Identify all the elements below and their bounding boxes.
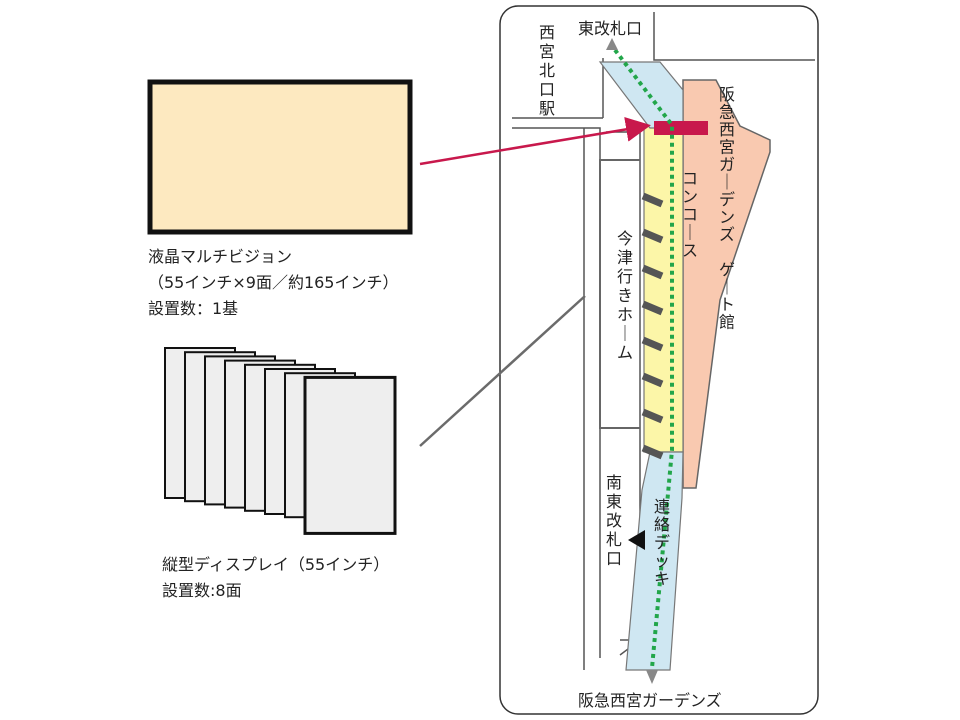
vertical-caption-line1: 縦型ディスプレイ（55インチ）	[162, 555, 390, 574]
led-display-bar	[654, 121, 708, 135]
pedestrian-route	[613, 48, 674, 669]
imazu-platform-outline	[599, 159, 640, 429]
platform-display-mark	[641, 192, 664, 208]
platform-display-mark	[641, 372, 664, 388]
led-caption-line1: 液晶マルチビジョン	[148, 247, 293, 266]
platform-display-mark	[641, 300, 664, 316]
concourse-area	[643, 125, 684, 453]
vertical-display-stack	[164, 347, 397, 535]
svg-text:西宮北口駅: 西宮北口駅	[539, 23, 555, 118]
led-caption: 液晶マルチビジョン （55インチ×9面／約165インチ） 設置数：1基	[148, 244, 399, 322]
east-gate-label: 東改札口	[578, 19, 642, 38]
gardens-gate-building	[682, 79, 771, 489]
led-caption-line2: （55インチ×9面／約165インチ）	[148, 273, 399, 292]
svg-text:コンコ｜ス: コンコ｜ス	[682, 169, 698, 260]
svg-text:連絡デッキ: 連絡デッキ	[654, 497, 670, 588]
vertical-caption: 縦型ディスプレイ（55インチ） 設置数:8面	[162, 552, 389, 604]
concourse-label: コンコ｜ス	[682, 169, 698, 260]
kitaguchi-vertical-label: 西宮北口駅	[539, 23, 555, 118]
vertical-display-pointer-line	[419, 295, 586, 447]
vertical-caption-line2: 設置数:8面	[162, 581, 242, 600]
gardens-label: 阪急西宮ガーデンズ	[578, 691, 722, 710]
south-east-gate-label: 南東改札口	[606, 473, 622, 568]
connecting-deck-label: 連絡デッキ	[654, 497, 670, 588]
platform-display-mark	[641, 408, 664, 424]
imazu-platform-label: 今津行きホ｜ム	[617, 229, 633, 362]
svg-text:今津行きホ｜ム: 今津行きホ｜ム	[617, 229, 633, 362]
route-arrow-down	[646, 670, 658, 684]
platform-display-mark	[641, 336, 664, 352]
svg-text:阪急西宮ガ｜デンズ ゲ｜ト館: 阪急西宮ガ｜デンズ ゲ｜ト館	[719, 85, 735, 332]
platform-display-mark	[641, 228, 664, 244]
gardens-gate-building-label: 阪急西宮ガ｜デンズ ゲ｜ト館	[719, 85, 735, 332]
platform-display-marks	[641, 192, 664, 460]
platform-display-mark	[641, 264, 664, 280]
south-east-gate-marker	[628, 530, 645, 550]
vertical-display-panel	[303, 375, 397, 535]
led-caption-line3: 設置数：1基	[148, 299, 239, 318]
platform-display-mark	[641, 444, 664, 460]
led-multivision-swatch	[147, 79, 413, 235]
svg-text:南東改札口: 南東改札口	[606, 473, 622, 568]
led-pointer-line	[419, 116, 651, 166]
route-arrow-up	[606, 38, 618, 50]
